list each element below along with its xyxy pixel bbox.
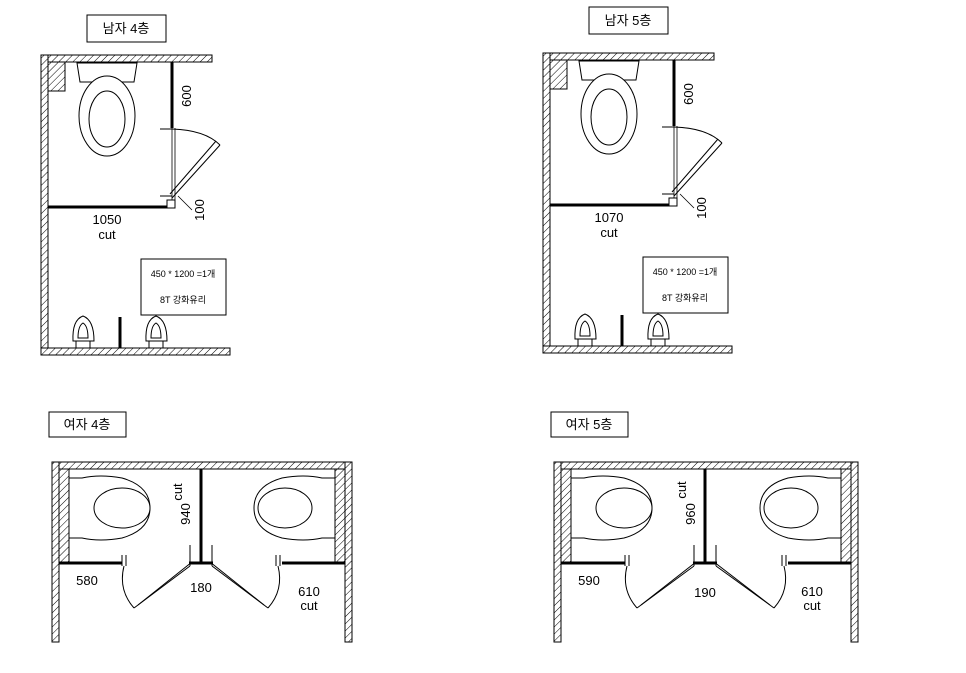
toilet-icon: [570, 475, 653, 541]
female-5f-plan: 여자 5층: [550, 411, 859, 643]
dim-left: 590: [578, 573, 600, 588]
glass-size: 450 * 1200 =1개: [151, 269, 216, 279]
dim-600: 600: [179, 85, 194, 107]
dim-vertical: 940: [178, 503, 193, 525]
left-wall: [40, 54, 49, 356]
corner-duct: [47, 61, 66, 92]
dim-100: 100: [694, 197, 709, 219]
panel-title: 여자 4층: [64, 417, 111, 432]
glass-spec: 8T 강화유리: [662, 293, 708, 303]
panel-title-box: [86, 14, 167, 43]
glass-note-box: [642, 256, 729, 314]
glass-size: 450 * 1200 =1개: [653, 267, 718, 277]
top-wall: [51, 461, 353, 470]
partition-cut-note: cut: [600, 225, 618, 240]
dim-right-note: cut: [803, 598, 821, 613]
dim-vertical-note: cut: [170, 483, 185, 501]
stall-door-right: [713, 561, 787, 609]
toilet-icon: [76, 62, 138, 157]
toilet-icon: [253, 475, 336, 541]
toilet-icon: [759, 475, 842, 541]
dim-right-note: cut: [300, 598, 318, 613]
stall-door: [671, 126, 723, 197]
panel-title: 여자 5층: [566, 417, 613, 432]
panel-title-box: [550, 411, 629, 438]
dim-vertical: 960: [683, 503, 698, 525]
partition-length: 1050: [93, 212, 122, 227]
dim-600: 600: [681, 83, 696, 105]
urinal-icon: [574, 313, 597, 347]
panel-title: 남자 4층: [103, 21, 150, 36]
glass-spec: 8T 강화유리: [160, 295, 206, 305]
dim-right: 610: [801, 584, 823, 599]
dim-left: 580: [76, 573, 98, 588]
left-wall: [51, 461, 60, 643]
right-duct: [334, 468, 346, 563]
female-4f-plan: 여자 4층: [48, 411, 353, 643]
male-4f-plan: 남자 4층 600 100 1050 cut: [40, 14, 231, 356]
urinal-icon: [145, 315, 168, 349]
top-wall: [40, 54, 213, 63]
toilet-icon: [68, 475, 151, 541]
panel-title-box: [48, 411, 127, 438]
right-wall: [344, 461, 353, 643]
left-duct: [58, 468, 70, 563]
stall-door-right: [209, 561, 281, 609]
stall-door: [169, 128, 221, 199]
panel-title-box: [588, 6, 669, 35]
dim-center: 190: [694, 585, 716, 600]
bottom-wall: [40, 347, 231, 356]
glass-note-box: [140, 258, 227, 316]
toilet-icon: [578, 60, 640, 155]
stall-door-left: [121, 561, 193, 609]
partition-cut-note: cut: [98, 227, 116, 242]
panel-title: 남자 5층: [605, 13, 652, 28]
urinal-icon: [72, 315, 95, 349]
dim-100: 100: [192, 199, 207, 221]
dim-right: 610: [298, 584, 320, 599]
urinal-icon: [647, 313, 670, 347]
dim-center: 180: [190, 580, 212, 595]
male-5f-plan: 남자 5층 600 100 1070 cut 450 * 1200 =1개 8T: [542, 6, 733, 354]
stall-door-left: [624, 561, 697, 609]
partition-length: 1070: [595, 210, 624, 225]
dim-vertical-note: cut: [674, 481, 689, 499]
